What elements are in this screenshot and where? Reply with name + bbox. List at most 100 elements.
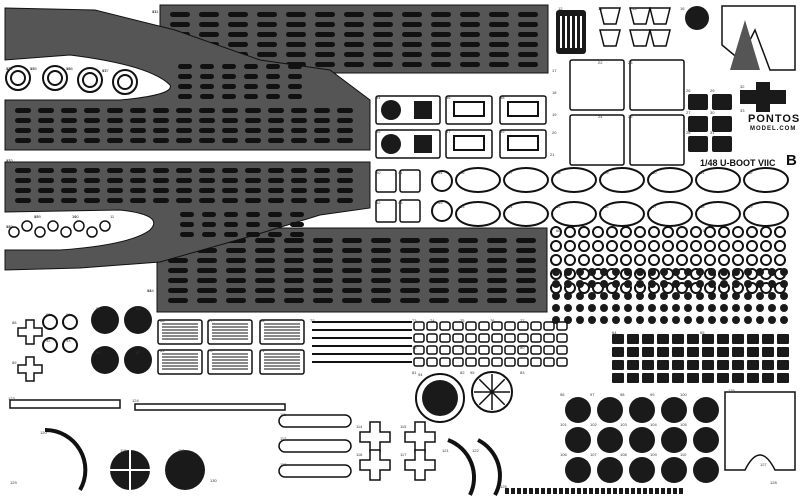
grating-slot (107, 178, 123, 183)
clip-part (478, 345, 490, 355)
grating-slot (246, 232, 260, 237)
rivet-dot (660, 304, 668, 312)
hatch-disc (381, 100, 401, 120)
grating-slot (222, 188, 238, 193)
tile-part (732, 334, 744, 344)
washer-ring (676, 240, 688, 252)
grating-slot (314, 168, 330, 173)
tile-part (687, 373, 699, 383)
tile-part (627, 373, 639, 383)
washer-ring (760, 254, 772, 266)
grating-slot (226, 248, 246, 253)
grating-slot (255, 278, 275, 283)
clip-part (465, 357, 477, 367)
grating-slot (130, 128, 146, 133)
arc-part (477, 438, 502, 496)
part-number: 74 (430, 318, 435, 323)
part-number: 45 (438, 200, 443, 205)
part-number: 37 (446, 129, 451, 134)
clip-part (543, 357, 555, 367)
rivet-dot (648, 280, 656, 288)
grating-slot (178, 74, 192, 79)
hatch-panel (453, 101, 485, 117)
part-number: 91 (66, 312, 71, 317)
clip-part (530, 357, 542, 367)
grating-slot (168, 298, 188, 303)
grating-slot (288, 64, 302, 69)
rivet-strip (655, 488, 659, 494)
oval-hatch (551, 201, 597, 227)
tile-part (702, 347, 714, 357)
clip-part (439, 321, 451, 331)
round-vent (661, 397, 687, 423)
grating-slot (516, 248, 536, 253)
part-number: 05 (30, 66, 35, 71)
grating-slot (344, 22, 364, 27)
grating-slot (373, 32, 393, 37)
small-dark-part (688, 136, 708, 152)
grating-slot (489, 42, 509, 47)
rivet-strip (523, 488, 527, 494)
clip-part (465, 333, 477, 343)
rivet-strip (559, 488, 563, 494)
part-number: 102 (590, 422, 597, 427)
grating-slot (342, 258, 362, 263)
grating-slot (255, 298, 275, 303)
grating-slot (429, 268, 449, 273)
wheel-disc (91, 306, 119, 334)
round-grille (685, 6, 709, 30)
part-number: 107 (590, 452, 597, 457)
grating-slot (222, 178, 238, 183)
hatch-frame (445, 129, 493, 159)
clip-part (504, 345, 516, 355)
part-number: 122 (472, 448, 479, 453)
oval-hatch (503, 167, 549, 193)
porthole-inner (10, 70, 26, 86)
grating-slot (245, 108, 261, 113)
grating-slot (15, 178, 31, 183)
rivet-strip (661, 488, 665, 494)
rivet-dot (660, 292, 668, 300)
grating-slot (244, 94, 258, 99)
rivet-dot (708, 304, 716, 312)
part-number: 138 (6, 224, 13, 229)
grating-slot (245, 198, 261, 203)
clip-part (530, 345, 542, 355)
round-vent (629, 457, 655, 483)
washer-ring (648, 226, 660, 238)
grating-slot (202, 232, 216, 237)
part-number: 49 (604, 170, 609, 175)
grating-slot (257, 12, 277, 17)
rivet-dot (624, 280, 632, 288)
grating-slot (38, 138, 54, 143)
grating-slot (84, 168, 100, 173)
bottom-parts-group (9, 306, 719, 496)
round-hatch (431, 170, 453, 192)
hatch-frame (445, 95, 493, 125)
grating-slot (290, 212, 304, 217)
round-vent (565, 457, 591, 483)
tile-part (687, 334, 699, 344)
part-number: 128 (770, 480, 777, 485)
grating-slot (199, 198, 215, 203)
rivet-dot (780, 316, 788, 324)
cross-block (404, 421, 436, 453)
grating-slot (222, 64, 236, 69)
washer-ring (690, 254, 702, 266)
tile-part (642, 373, 654, 383)
striped-grate (259, 349, 305, 375)
grating-slot (224, 232, 238, 237)
round-vent (693, 457, 719, 483)
rivet-dot (684, 268, 692, 276)
grating-slot (431, 62, 451, 67)
washer-ring (662, 240, 674, 252)
rivet-dot (624, 292, 632, 300)
grating-slot (84, 108, 100, 113)
part-number: 140 (72, 214, 79, 219)
grating-slot (286, 42, 306, 47)
grating-slot (487, 278, 507, 283)
tile-part (672, 347, 684, 357)
cross-part (756, 82, 770, 112)
part-number: 22 (598, 60, 603, 65)
tile-part (702, 373, 714, 383)
